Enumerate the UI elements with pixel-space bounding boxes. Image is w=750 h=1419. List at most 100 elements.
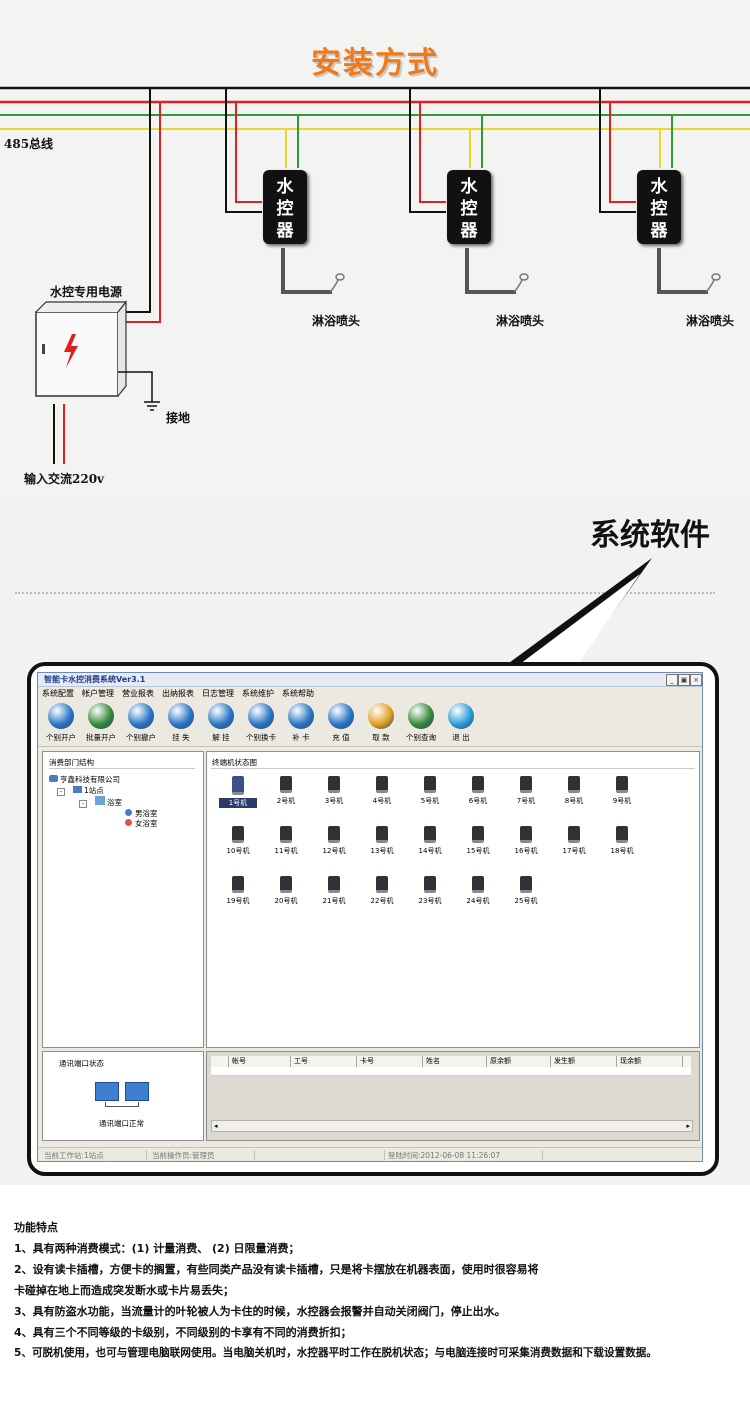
terminal-15[interactable]: 15号机 xyxy=(459,822,497,860)
status-login-time: 登陆时间:2012-06-08 11:26:07 xyxy=(384,1150,543,1160)
tree-node-men[interactable]: 男浴室 xyxy=(125,808,158,819)
col-current-balance[interactable]: 现余额 xyxy=(617,1056,683,1067)
terminal-21[interactable]: 21号机 xyxy=(315,872,353,910)
tree-node-station[interactable]: -1站点 xyxy=(57,785,104,796)
terminal-24[interactable]: 24号机 xyxy=(459,872,497,910)
recharge-icon xyxy=(328,703,354,729)
terminal-3[interactable]: 3号机 xyxy=(315,772,353,810)
power-icon xyxy=(448,703,474,729)
toolbar-button[interactable]: 解 挂 xyxy=(201,703,241,745)
terminal-19[interactable]: 19号机 xyxy=(219,872,257,910)
lightning-icon xyxy=(64,334,78,368)
terminal-icon xyxy=(472,776,484,793)
toolbar-button[interactable]: 充 值 xyxy=(321,703,361,745)
toolbar-button-label: 取 款 xyxy=(372,733,390,742)
col-amount[interactable]: 发生额 xyxy=(551,1056,617,1067)
water-pipe xyxy=(465,248,516,294)
terminal-icon xyxy=(376,876,388,893)
tree-node-company[interactable]: 亨鑫科技有限公司 xyxy=(49,774,120,785)
terminal-icon xyxy=(328,776,340,793)
terminal-icon xyxy=(424,876,436,893)
scroll-left-icon[interactable]: ◂ xyxy=(214,1122,218,1130)
toolbar-button[interactable]: 个别撤户 xyxy=(121,703,161,745)
withdraw-icon xyxy=(368,703,394,729)
minimize-button[interactable]: _ xyxy=(666,674,678,686)
controller-char: 器 xyxy=(650,221,668,241)
terminal-icon xyxy=(568,826,580,843)
terminal-14[interactable]: 14号机 xyxy=(411,822,449,860)
terminal-8[interactable]: 8号机 xyxy=(555,772,593,810)
feature-item: 5、可脱机使用，也可与管理电脑联网使用。当电脑关机时，水控器平时工作在脱机状态；… xyxy=(14,1347,657,1359)
tree-node-women[interactable]: 女浴室 xyxy=(125,818,158,829)
col-card-no[interactable]: 卡号 xyxy=(357,1056,423,1067)
terminal-2[interactable]: 2号机 xyxy=(267,772,305,810)
menu-account[interactable]: 帐户管理 xyxy=(82,689,114,698)
shower-head-icon xyxy=(513,273,529,293)
scroll-right-icon[interactable]: ▸ xyxy=(686,1122,690,1130)
toolbar-button[interactable]: 个别换卡 xyxy=(241,703,281,745)
menu-cashier-report[interactable]: 出纳报表 xyxy=(162,689,194,698)
terminal-icon xyxy=(520,826,532,843)
terminal-label: 1号机 xyxy=(219,798,257,808)
toolbar-button[interactable]: 退 出 xyxy=(441,703,481,745)
toolbar-button[interactable]: 取 款 xyxy=(361,703,401,745)
menu-system-config[interactable]: 系统配置 xyxy=(42,689,74,698)
restore-button[interactable]: ▣ xyxy=(678,674,690,686)
menu-help[interactable]: 系统帮助 xyxy=(282,689,314,698)
toolbar-button[interactable]: 个别开户 xyxy=(41,703,81,745)
menu-business-report[interactable]: 营业报表 xyxy=(122,689,154,698)
col-original-balance[interactable]: 原余额 xyxy=(487,1056,551,1067)
menu-log[interactable]: 日志管理 xyxy=(202,689,234,698)
user-open-icon xyxy=(48,703,74,729)
menu-maintenance[interactable]: 系统维护 xyxy=(242,689,274,698)
ac-input-label: 输入交流220v xyxy=(24,472,105,486)
col-account[interactable]: 帐号 xyxy=(229,1056,291,1067)
query-icon xyxy=(408,703,434,729)
terminal-17[interactable]: 17号机 xyxy=(555,822,593,860)
terminal-label: 2号机 xyxy=(276,797,296,805)
toolbar-button[interactable]: 挂 失 xyxy=(161,703,201,745)
terminal-16[interactable]: 16号机 xyxy=(507,822,545,860)
table-row[interactable] xyxy=(211,1067,691,1076)
toolbar-button[interactable]: 个别查询 xyxy=(401,703,441,745)
terminal-13[interactable]: 13号机 xyxy=(363,822,401,860)
terminal-20[interactable]: 20号机 xyxy=(267,872,305,910)
unlock-icon xyxy=(208,703,234,729)
toolbar-button-label: 解 挂 xyxy=(212,733,230,742)
terminal-25[interactable]: 25号机 xyxy=(507,872,545,910)
menu-bar: 系统配置 帐户管理 营业报表 出纳报表 日志管理 系统维护 系统帮助 xyxy=(38,687,702,699)
terminal-22[interactable]: 22号机 xyxy=(363,872,401,910)
tree-node-bathroom[interactable]: -浴室 xyxy=(79,796,122,808)
water-controller: 水 控 器 xyxy=(637,170,681,244)
divider xyxy=(15,592,715,594)
terminal-23[interactable]: 23号机 xyxy=(411,872,449,910)
toolbar-button[interactable]: 批量开户 xyxy=(81,703,121,745)
horizontal-scrollbar[interactable]: ◂ ▸ xyxy=(211,1120,693,1132)
terminal-18[interactable]: 18号机 xyxy=(603,822,641,860)
terminal-4[interactable]: 4号机 xyxy=(363,772,401,810)
terminal-icon xyxy=(280,826,292,843)
terminal-12[interactable]: 12号机 xyxy=(315,822,353,860)
feature-item: 4、具有三个不同等级的卡级别，不同级别的卡享有不同的消费折扣； xyxy=(14,1326,352,1339)
terminal-10[interactable]: 10号机 xyxy=(219,822,257,860)
terminal-label: 6号机 xyxy=(468,797,488,805)
exchange-card-icon xyxy=(248,703,274,729)
terminal-6[interactable]: 6号机 xyxy=(459,772,497,810)
installation-section: 安装方式 485总线 水 控 器 水 控 器 水 控 器 淋浴喷头 淋浴喷头 淋… xyxy=(0,0,750,495)
toolbar-button[interactable]: 补 卡 xyxy=(281,703,321,745)
terminal-1[interactable]: 1号机 xyxy=(219,772,257,810)
terminal-11[interactable]: 11号机 xyxy=(267,822,305,860)
terminal-label: 4号机 xyxy=(372,797,392,805)
close-button[interactable]: × xyxy=(690,674,702,686)
comm-panel: 通讯端口状态 通讯端口正常 xyxy=(42,1051,204,1141)
col-name[interactable]: 姓名 xyxy=(423,1056,487,1067)
terminal-9[interactable]: 9号机 xyxy=(603,772,641,810)
terminal-label: 22号机 xyxy=(370,897,394,905)
ground-label: 接地 xyxy=(166,411,191,425)
shower-label: 淋浴喷头 xyxy=(312,314,361,328)
terminal-5[interactable]: 5号机 xyxy=(411,772,449,810)
controller-char: 水 xyxy=(276,177,294,197)
app-window: 智能卡水控消费系统Ver3.1 _ ▣ × 系统配置 帐户管理 营业报表 出纳报… xyxy=(37,672,703,1162)
terminal-7[interactable]: 7号机 xyxy=(507,772,545,810)
col-employee-no[interactable]: 工号 xyxy=(291,1056,357,1067)
